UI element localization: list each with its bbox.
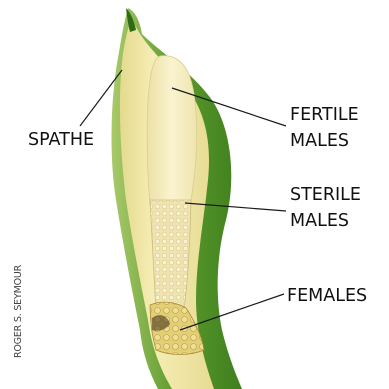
fertile-males-region [147, 56, 197, 206]
fertile-males-label-line1: FERTILE [290, 105, 359, 125]
spathe-label: SPATHE [28, 130, 94, 150]
fertile-males-label: FERTILE MALES [290, 105, 364, 151]
females-label: FEMALES [287, 286, 367, 306]
sterile-males-label-line1: STERILE [290, 185, 361, 205]
fertile-males-label-line2: MALES [290, 131, 349, 151]
sterile-males-label-line2: MALES [290, 211, 349, 231]
sterile-males-label: STERILE MALES [290, 185, 367, 231]
sterile-males-region [150, 200, 191, 312]
photo-credit: ROGER S. SEYMOUR [13, 264, 24, 358]
